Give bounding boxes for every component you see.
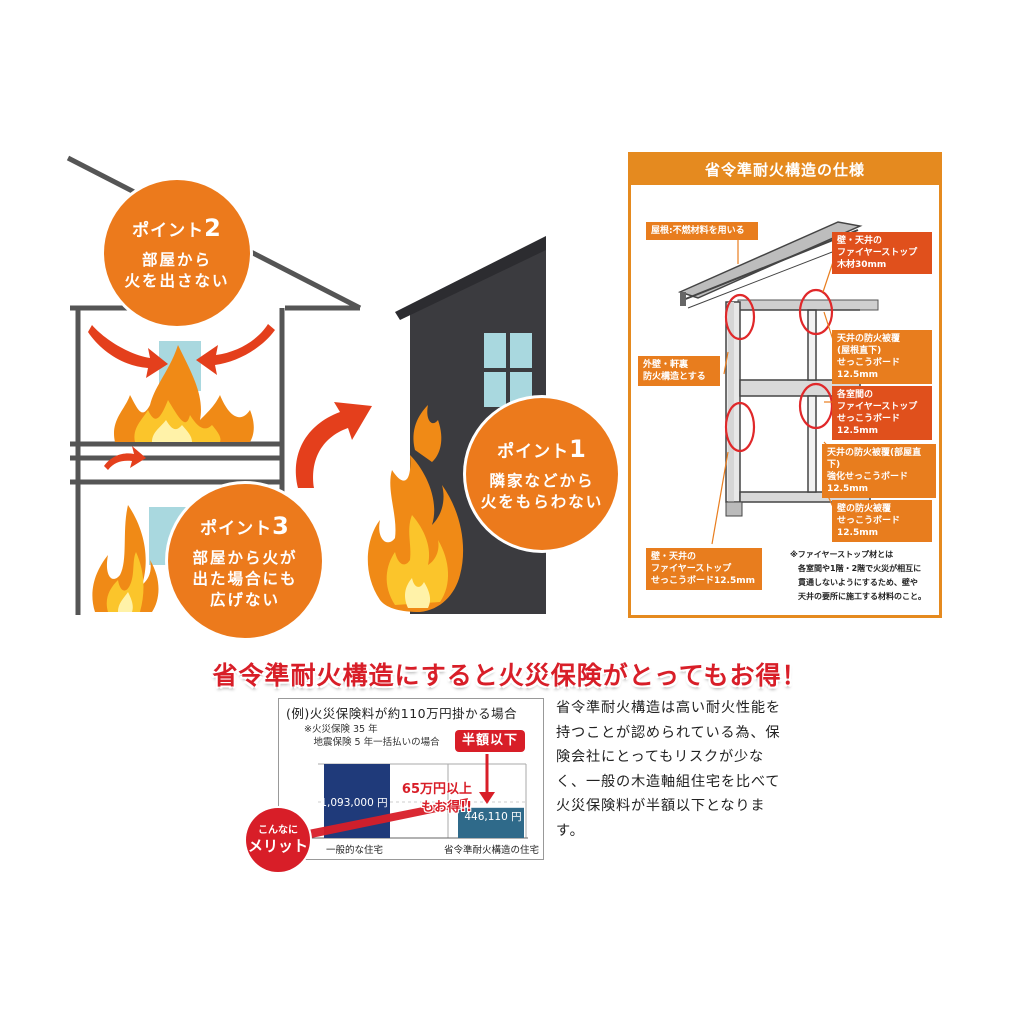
category-label-general: 一般的な住宅 (326, 845, 384, 856)
half-or-less-badge: 半額以下 (455, 730, 525, 752)
insurance-note: ※火災保険 35 年 地震保険 5 年一括払いの場合 (304, 724, 440, 748)
point-1-title: ポイント1 (497, 435, 587, 463)
insurance-bar-1 (458, 807, 524, 838)
category-label-fireproof: 省令準耐火構造の住宅 (444, 845, 540, 856)
fire-upper-room (113, 345, 254, 442)
label-ceiling-cover-roof: 天井の防火被覆 (屋根直下) せっこうボード12.5mm (832, 330, 932, 384)
structure-cross-section (677, 221, 879, 545)
label-ceiling-cover-floor: 天井の防火被覆(部屋直下) 強化せっこうボード12.5mm (822, 444, 936, 498)
bar-value-general: 1,093,000 円 (320, 797, 388, 809)
fire-between-houses (367, 405, 464, 612)
spec-title: 省令準耐火構造の仕様 (631, 155, 939, 185)
point-2-title: ポイント2 (132, 214, 222, 242)
fire-lower-room (92, 505, 159, 612)
insurance-bar-chart (288, 754, 528, 842)
headline-banner: 省令準耐火構造にすると火災保険がとってもお得！ (212, 661, 808, 690)
insurance-title: (例)火災保険料が約110万円掛かる場合 (286, 706, 518, 721)
label-roof: 屋根:不燃材料を用いる (646, 222, 758, 240)
point-2-desc: 部屋から 火を出さない (124, 251, 230, 290)
merit-small-text: こんなに (258, 825, 298, 836)
red-arrows (88, 324, 372, 488)
label-wall-ceiling-firestop-board: 壁・天井の ファイヤーストップ せっこうボード12.5mm (646, 548, 762, 590)
bar-value-fireproof: 446,110 円 (464, 811, 522, 823)
point-2-circle: ポイント2 部屋から 火を出さない (104, 180, 250, 326)
savings-text: 65万円以上 もお得!! (401, 782, 472, 815)
merit-badge: こんなに メリット (246, 808, 310, 872)
label-wall-ceiling-firestop-wood: 壁・天井の ファイヤーストップ 木材30mm (832, 232, 932, 274)
spec-note: ※ファイヤーストップ材とは 各室間や1階・2階で火災が相互に 貫通しないようにす… (790, 550, 926, 601)
point-3-circle: ポイント3 部屋から火が 出た場合にも 広げない (168, 484, 322, 638)
label-wall-cover: 壁の防火被覆 せっこうボード12.5mm (832, 500, 932, 542)
point-1-circle: ポイント1 隣家などから 火をもらわない (466, 398, 618, 550)
label-exterior-wall: 外壁・軒裏 防火構造とする (638, 356, 720, 386)
point-3-title: ポイント3 (200, 511, 290, 540)
point-1-desc: 隣家などから 火をもらわない (480, 472, 604, 511)
explanation-text: 省令準耐火構造は高い耐火性能を持つことが認められている為、保険会社にとってもリス… (556, 700, 781, 839)
label-room-firestop: 各室間の ファイヤーストップ せっこうボード12.5mm (832, 386, 932, 440)
point-3-desc: 部屋から火が 出た場合にも 広げない (192, 548, 298, 609)
merit-big-text: メリット (247, 837, 308, 855)
